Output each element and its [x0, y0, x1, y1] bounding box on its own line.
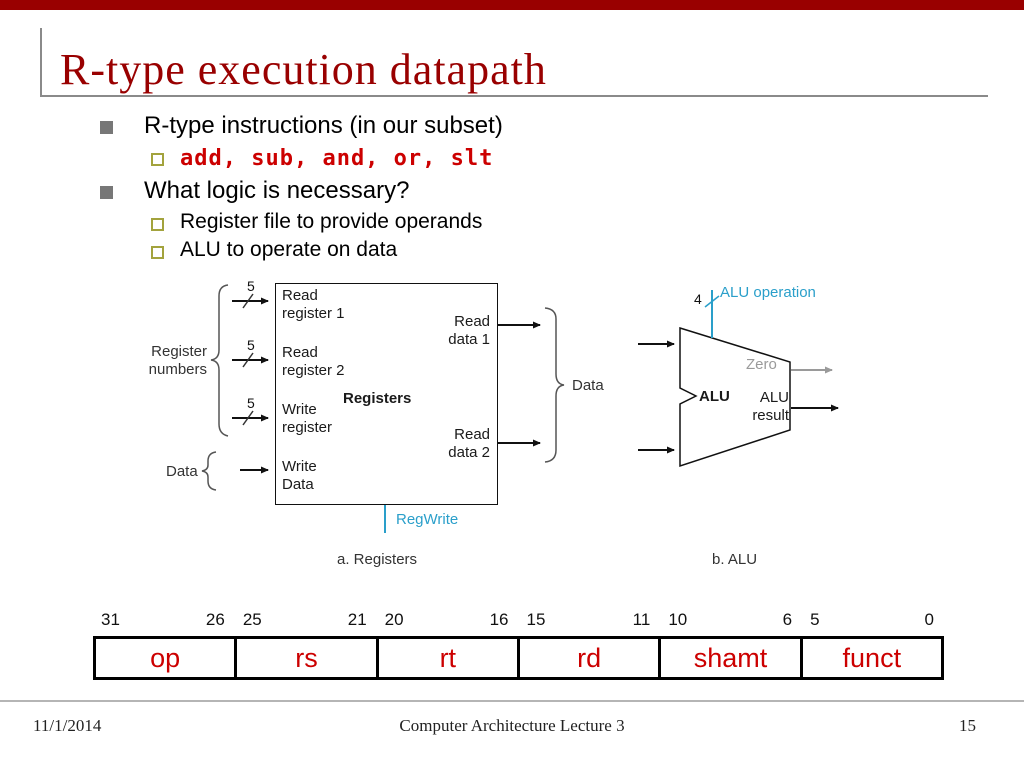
bit-hi: 5: [810, 610, 820, 629]
bit-hi: 10: [668, 610, 688, 629]
bit-range: 10 6: [660, 610, 802, 634]
bit-range: 31 26: [93, 610, 235, 634]
port-label-read-data-1: Read data 1: [448, 313, 490, 349]
sub-bullet-text: ALU to operate on data: [180, 238, 398, 261]
field-rt: rt: [375, 636, 520, 680]
bit-range: 15 11: [518, 610, 660, 634]
field-funct: funct: [799, 636, 944, 680]
data-out-label: Data: [572, 377, 604, 394]
alu-shape: [679, 326, 791, 468]
bit-range: 25 21: [235, 610, 377, 634]
footer-date: 11/1/2014: [33, 716, 102, 735]
bit-lo: 11: [632, 610, 651, 629]
port-label-write-register: Write register: [282, 401, 333, 437]
field-rs: rs: [234, 636, 379, 680]
registers-caption: a. Registers: [337, 551, 418, 568]
register-file-label: Registers: [343, 390, 412, 407]
bus-width-label: 5: [247, 337, 255, 353]
port-label-read-data-2: Read data 2: [448, 426, 490, 462]
footer-title: Computer Architecture Lecture 3: [399, 716, 625, 735]
sub-bullet-square: [151, 153, 164, 166]
bit-hi: 15: [526, 610, 546, 629]
instruction-format-row: op rs rt rd shamt funct: [93, 636, 944, 680]
bit-hi: 31: [101, 610, 120, 629]
brace-data-in: [201, 451, 217, 491]
alu-control-width-label: 4: [694, 291, 702, 307]
bit-position-row: 31 26 25 21 20 16 15 11 10 6 5 0: [93, 610, 944, 634]
alu-op-bus-slash: [704, 295, 720, 308]
bit-lo: 26: [205, 610, 225, 629]
bullet-square: [100, 186, 113, 199]
bit-lo: 0: [924, 610, 934, 629]
bus-slash: [242, 293, 254, 309]
brace-data-out: [544, 307, 565, 463]
sub-bullet-text: Register file to provide operands: [180, 210, 483, 233]
bullet-text: R-type instructions (in our subset): [144, 112, 503, 139]
alu-operation-label: ALU operation: [720, 284, 816, 301]
bus-width-label: 5: [247, 278, 255, 294]
bit-range: 20 16: [377, 610, 519, 634]
top-accent-bar: [0, 0, 1024, 10]
sub-bullet-square: [151, 218, 164, 231]
field-op: op: [93, 636, 238, 680]
alu-zero-label: Zero: [746, 356, 777, 373]
bit-lo: 21: [347, 610, 367, 629]
footer-page-number: 15: [959, 716, 976, 735]
regwrite-label: RegWrite: [396, 511, 459, 528]
bus-width-label: 5: [247, 395, 255, 411]
register-file-box: [275, 283, 498, 505]
bit-lo: 6: [782, 610, 793, 629]
bit-hi: 25: [242, 610, 262, 629]
field-shamt: shamt: [658, 636, 803, 680]
bullet-text: What logic is necessary?: [144, 177, 410, 204]
bit-lo: 16: [489, 610, 509, 629]
data-in-label: Data: [166, 463, 198, 480]
port-label-write-data: Write Data: [282, 458, 317, 494]
bullet-square: [100, 121, 113, 134]
field-rd: rd: [516, 636, 662, 680]
slide-title: R-type execution datapath: [60, 45, 547, 94]
sub-bullet-square: [151, 246, 164, 259]
alu-result-label: ALU result: [752, 389, 789, 425]
register-numbers-label: Register numbers: [148, 343, 207, 379]
code-instruction-list: add, sub, and, or, slt: [180, 146, 494, 171]
title-underline: [40, 95, 988, 97]
port-label-read-register-2: Read register 2: [282, 344, 345, 380]
bus-slash: [242, 410, 254, 426]
alu-label: ALU: [699, 388, 730, 405]
brace-register-numbers: [210, 284, 229, 437]
footer-divider: [0, 700, 1024, 702]
port-label-read-register-1: Read register 1: [282, 287, 345, 323]
bus-slash: [242, 352, 254, 368]
alu-caption: b. ALU: [712, 551, 758, 568]
bit-range: 5 0: [802, 610, 944, 634]
design-vertical-line: [40, 28, 42, 96]
bit-hi: 20: [384, 610, 404, 629]
